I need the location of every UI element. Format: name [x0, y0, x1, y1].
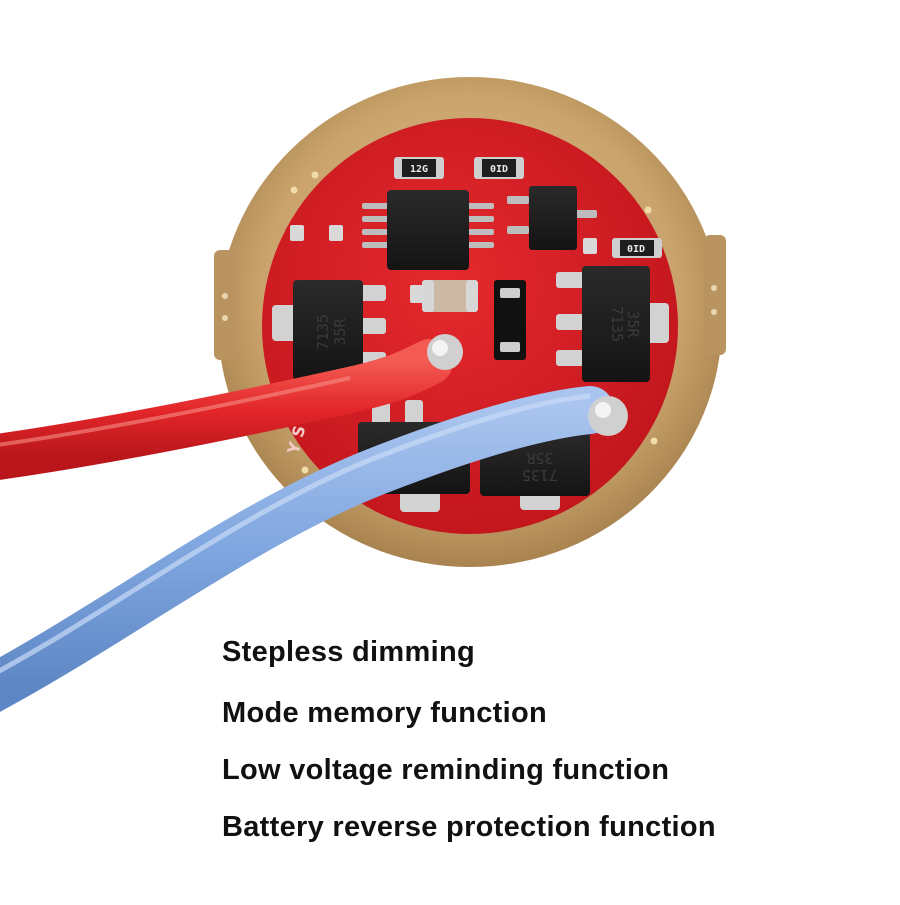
resistor-label: 0ID — [490, 164, 508, 175]
solder-pads — [290, 225, 597, 303]
capacitor — [422, 280, 478, 312]
regulator-marking: 35R — [331, 317, 349, 345]
resistor-top-right: 0ID — [474, 157, 524, 179]
microcontroller-chip — [362, 190, 494, 270]
feature-battery-reverse-protection: Battery reverse protection function — [222, 811, 716, 843]
regulator-marking: 7135 — [608, 306, 626, 342]
regulator-marking: 7135 — [522, 466, 558, 484]
blue-wire — [0, 386, 628, 712]
resistor-label: 0ID — [627, 244, 645, 255]
feature-stepless-dimming: Stepless dimming — [222, 636, 475, 668]
regulator-right: 7135 35R — [556, 266, 669, 382]
regulator-marking: 7135 — [314, 314, 332, 350]
resistor-right: 0ID — [612, 238, 662, 258]
resistor-top-left: 12G — [394, 157, 444, 179]
feature-low-voltage-reminding: Low voltage reminding function — [222, 754, 670, 786]
transistor-chip — [507, 186, 597, 250]
regulator-marking: 35R — [525, 449, 553, 467]
regulator-marking: 35R — [624, 310, 642, 338]
regulator-left: 7135 35R — [272, 280, 386, 380]
resistor-label: 12G — [410, 164, 428, 175]
diode — [494, 280, 526, 360]
red-wire — [0, 334, 463, 480]
feature-mode-memory: Mode memory function — [222, 697, 548, 729]
